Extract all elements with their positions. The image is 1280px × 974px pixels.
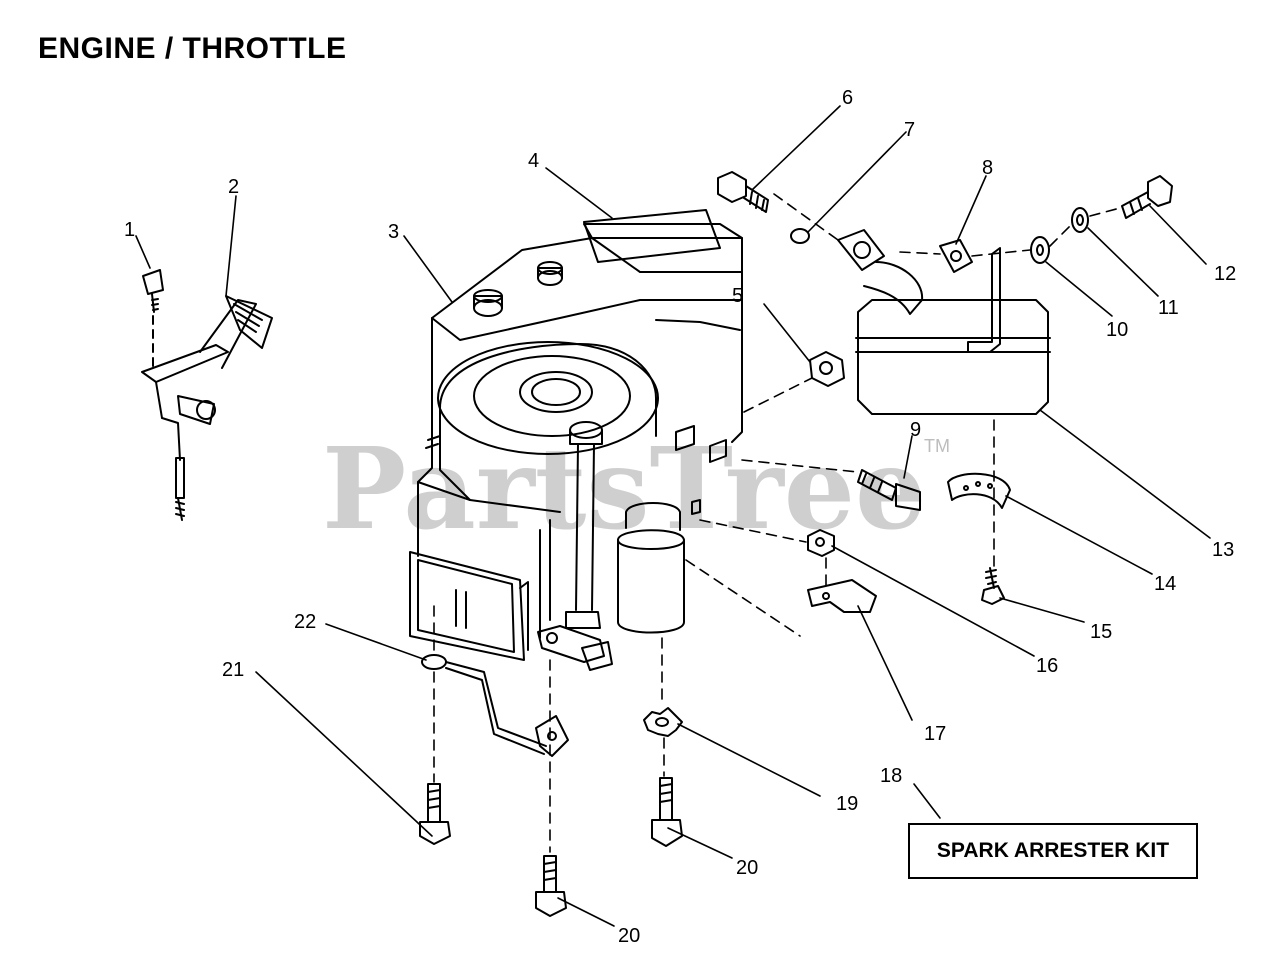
spark-arrester-kit-box: SPARK ARRESTER KIT — [908, 823, 1198, 879]
dipstick-part — [537, 421, 613, 671]
callout-22: 22 — [294, 611, 316, 633]
gasket-part-8 — [939, 239, 973, 273]
hex-nut-part-16 — [807, 529, 835, 557]
callout-20-upper: 20 — [736, 857, 758, 879]
callout-4: 4 — [528, 150, 539, 172]
bolt-part-20-upper — [651, 777, 683, 847]
throttle-control-part — [141, 269, 273, 521]
callout-11: 11 — [1158, 297, 1179, 319]
callout-10: 10 — [1106, 319, 1128, 341]
callout-1: 1 — [124, 219, 135, 241]
spark-arrester-screen-part-14 — [947, 472, 1011, 509]
hex-nut-part-5 — [809, 351, 845, 387]
callout-2: 2 — [228, 176, 239, 198]
washer-part-11 — [1071, 207, 1089, 233]
callout-16: 16 — [1036, 655, 1058, 677]
fuel-line-part-22 — [421, 654, 569, 757]
callout-8: 8 — [982, 157, 993, 179]
watermark-text: PartsTree — [322, 424, 926, 555]
exhaust-pipe-part — [837, 229, 924, 315]
callout-17: 17 — [924, 723, 946, 745]
bolt-part-6 — [717, 171, 769, 213]
watermark-trademark: TM — [924, 436, 950, 456]
lock-washer-part-7 — [790, 228, 810, 244]
engine-part — [409, 223, 743, 661]
bracket-part-17 — [807, 579, 877, 613]
bolt-part-21 — [419, 783, 451, 845]
callout-9: 9 — [910, 419, 921, 441]
washer-part-10 — [1030, 236, 1050, 264]
callout-21: 21 — [222, 659, 244, 681]
screw-part-15 — [981, 567, 1005, 605]
callout-14: 14 — [1154, 573, 1176, 595]
callout-20-lower: 20 — [618, 925, 640, 947]
decal-part — [583, 209, 721, 263]
callout-7: 7 — [904, 119, 915, 141]
callout-18: 18 — [880, 765, 902, 787]
oil-filter-part — [617, 502, 685, 634]
callout-19: 19 — [836, 793, 858, 815]
callout-15: 15 — [1090, 621, 1112, 643]
lock-washer-part-19 — [643, 707, 683, 737]
callout-5: 5 — [732, 285, 743, 307]
spark-arrester-kit-label: SPARK ARRESTER KIT — [936, 839, 1170, 862]
muffler-part-13 — [855, 247, 1051, 415]
bolt-part-12 — [1121, 175, 1173, 219]
callout-3: 3 — [388, 221, 399, 243]
shoulder-bolt-part-9 — [857, 469, 921, 511]
callout-12: 12 — [1214, 263, 1236, 285]
callout-13: 13 — [1212, 539, 1234, 561]
page-title: ENGINE / THROTTLE — [38, 32, 347, 65]
bolt-part-20-lower — [535, 855, 567, 917]
callout-6: 6 — [842, 87, 853, 109]
